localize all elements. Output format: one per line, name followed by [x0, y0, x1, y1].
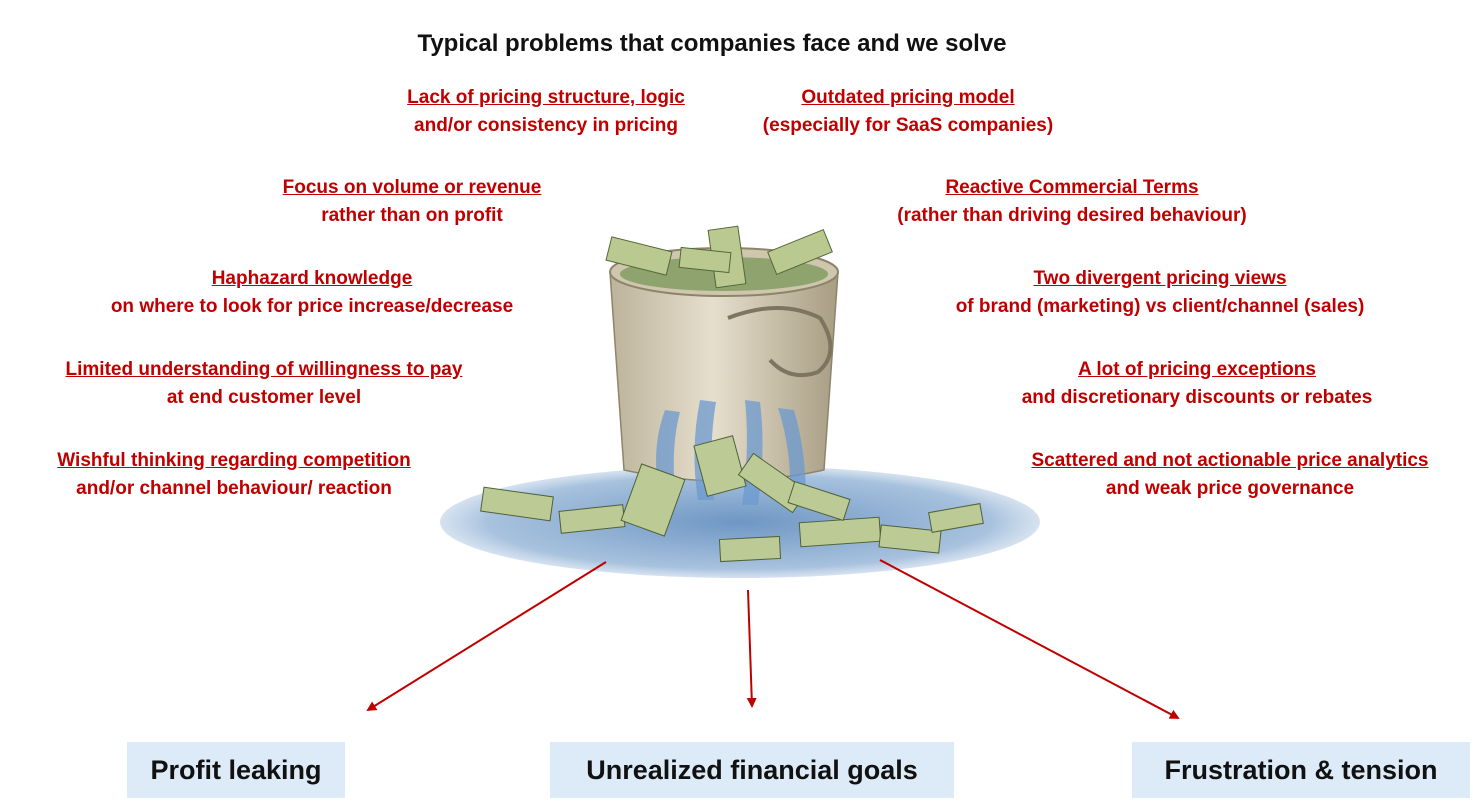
problem-heading: A lot of pricing exceptions [1078, 359, 1316, 380]
problem-subtext: and/or channel behaviour/ reaction [76, 478, 392, 499]
banknotes-spilled [480, 435, 984, 563]
problem-subtext: at end customer level [166, 387, 362, 408]
problem-heading: Two divergent pricing views [1033, 268, 1287, 289]
banknotes-top [605, 225, 833, 289]
problem-heading: Lack of pricing structure, logic [407, 87, 685, 108]
problem-subtext: and weak price governance [1105, 478, 1355, 499]
arrow-to-frustration [879, 559, 1180, 719]
problem-subtext: of brand (marketing) vs client/channel (… [955, 296, 1365, 317]
page-title: Typical problems that companies face and… [417, 30, 1007, 57]
water-puddle [440, 466, 1040, 578]
problem-heading: Wishful thinking regarding competition [57, 450, 411, 471]
problem-subtext: on where to look for price increase/decr… [110, 296, 514, 317]
outcome-unrealized-goals: Unrealized financial goals [550, 742, 954, 798]
problem-pricing-exceptions: A lot of pricing exceptions and discreti… [987, 356, 1407, 412]
problem-heading: Focus on volume or revenue [282, 177, 542, 198]
problem-heading: Limited understanding of willingness to … [65, 359, 463, 380]
problem-heading: Scattered and not actionable price analy… [1031, 450, 1429, 471]
problem-haphazard-knowledge: Haphazard knowledge on where to look for… [62, 265, 562, 321]
problem-subtext: (especially for SaaS companies) [762, 115, 1054, 136]
problem-subtext: (rather than driving desired behaviour) [897, 205, 1247, 226]
problem-wishful-thinking: Wishful thinking regarding competition a… [24, 447, 444, 503]
bucket-handle [727, 306, 833, 377]
problem-heading: Outdated pricing model [801, 87, 1015, 108]
problem-subtext: and discretionary discounts or rebates [1021, 387, 1373, 408]
problem-scattered-analytics: Scattered and not actionable price analy… [1000, 447, 1460, 503]
problem-volume-focus: Focus on volume or revenue rather than o… [232, 174, 592, 230]
outcome-frustration: Frustration & tension [1132, 742, 1470, 798]
arrow-to-profit-leaking [366, 561, 607, 712]
problem-outdated-model: Outdated pricing model (especially for S… [728, 84, 1088, 140]
arrow-to-unrealized-goals [746, 589, 757, 708]
problem-willingness-to-pay: Limited understanding of willingness to … [34, 356, 494, 412]
problem-pricing-structure: Lack of pricing structure, logic and/or … [356, 84, 736, 140]
problem-heading: Haphazard knowledge [211, 268, 413, 289]
outcome-profit-leaking: Profit leaking [127, 742, 345, 798]
problem-divergent-views: Two divergent pricing views of brand (ma… [900, 265, 1420, 321]
problem-subtext: rather than on profit [321, 205, 503, 226]
problem-subtext: and/or consistency in pricing [414, 115, 678, 136]
problem-reactive-terms: Reactive Commercial Terms (rather than d… [852, 174, 1292, 230]
problem-heading: Reactive Commercial Terms [945, 177, 1199, 198]
